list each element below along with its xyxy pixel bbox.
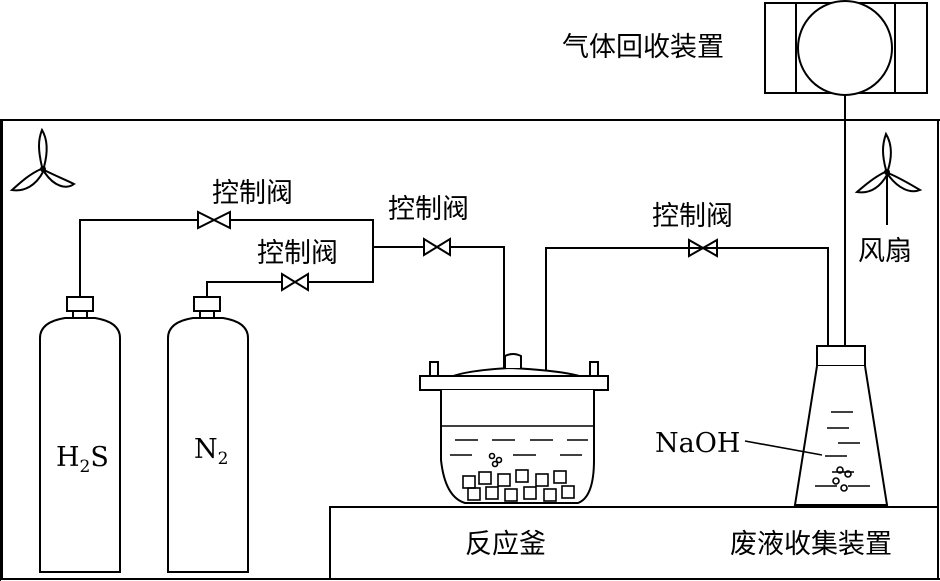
fan-left-icon — [9, 127, 76, 192]
waste-collector — [793, 345, 889, 506]
n2-subscript: 2 — [218, 449, 229, 469]
fan-label: 风扇 — [858, 236, 912, 267]
n2-cylinder — [167, 296, 249, 573]
valve-n2-icon — [281, 272, 309, 292]
gas-recovery-label: 气体回收装置 — [562, 32, 724, 63]
svg-text:N2: N2 — [194, 434, 228, 469]
valve-feed-label: 控制阀 — [388, 194, 469, 225]
svg-text:H2S: H2S — [56, 442, 109, 477]
bubbles — [488, 452, 503, 468]
reactor-vessel — [419, 353, 609, 504]
h2s-subscript: 2 — [80, 457, 91, 477]
gas-recovery-device — [764, 0, 928, 96]
naoh-leader — [744, 440, 823, 456]
naoh-label: NaOH — [655, 428, 740, 459]
n2-line — [206, 281, 306, 297]
n2-label: N — [194, 434, 218, 465]
h2s-cylinder — [39, 296, 121, 573]
waste-collector-label: 废液收集装置 — [730, 529, 892, 560]
valve-h2s-icon — [197, 210, 231, 230]
h2s-label-tail: S — [90, 442, 109, 473]
valve-drain-label: 控制阀 — [652, 201, 733, 232]
reactor-label: 反应釜 — [465, 529, 546, 560]
enclosure-outline — [0, 119, 940, 581]
bench — [329, 506, 938, 579]
catalyst-pellets — [462, 469, 575, 502]
valve-feed-icon — [423, 237, 451, 257]
fan-right-icon — [854, 131, 923, 225]
valve-h2s-label: 控制阀 — [212, 178, 293, 209]
h2s-line — [79, 219, 374, 297]
h2s-label: H — [56, 442, 80, 473]
valve-n2-label: 控制阀 — [257, 238, 338, 269]
enclosure-box — [1, 119, 939, 580]
